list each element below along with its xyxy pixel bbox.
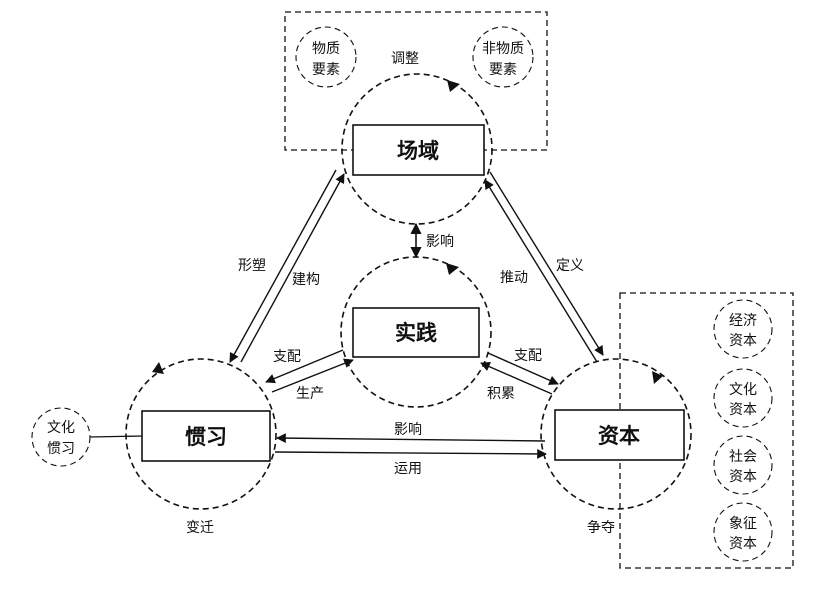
economic-capital-line2: 资本: [729, 333, 757, 349]
cultural-habitus-line1: 文化: [47, 420, 75, 436]
field-capital-outer-label: 定义: [556, 258, 584, 274]
habitus-to-capital-arrow: [274, 449, 547, 459]
habitus-cycle-arrow-icon: [152, 362, 164, 374]
habitus-label: 惯习: [185, 425, 227, 449]
field-cycle: [341, 73, 493, 225]
practice-to-capital-arrow: [487, 352, 559, 385]
field-to-capital-arrow: [489, 171, 604, 356]
practice-to-habitus-arrow: [265, 349, 344, 384]
nonmaterial-element-line1: 非物质: [482, 41, 524, 57]
field-to-habitus-arrow: [229, 169, 337, 363]
capital-to-habitus-arrow: [276, 433, 546, 443]
field-practice-label: 影响: [426, 234, 454, 250]
material-element-circle: [295, 26, 357, 88]
habitus-to-field-arrow: [240, 173, 345, 363]
economic-capital-line1: 经济: [729, 313, 757, 329]
material-element-line1: 物质: [312, 41, 340, 57]
nonmaterial-element-circle: [472, 26, 534, 88]
symbolic-capital-line1: 象征: [729, 516, 757, 532]
capital-to-practice-arrow: [480, 362, 553, 395]
capital-cycle: [540, 358, 692, 510]
habitus-field-outer-label: 形塑: [238, 258, 266, 274]
capital-types-box: [619, 292, 794, 569]
capital-cycle-arrow-icon: [652, 371, 663, 384]
cultural-capital-line2: 资本: [729, 402, 757, 418]
field-cycle-arrow-icon: [447, 80, 460, 92]
practice-cycle-arrow-icon: [446, 263, 459, 275]
material-element-line2: 要素: [312, 62, 340, 78]
symbolic-capital-line2: 资本: [729, 536, 757, 552]
social-capital-line2: 资本: [729, 469, 757, 485]
capital-habitus-label: 影响: [394, 422, 422, 438]
symbolic-capital-circle: [713, 502, 773, 562]
cultural-habitus-circle: [31, 407, 91, 467]
cultural-capital-line1: 文化: [729, 382, 757, 398]
field-label: 场域: [397, 139, 439, 163]
habitus-cycle-label: 变迁: [186, 520, 214, 536]
capital-practice-label: 积累: [487, 386, 515, 402]
field-box: [352, 124, 485, 176]
capital-cycle-label: 争夺: [587, 520, 615, 536]
cultural-capital-circle: [713, 368, 773, 428]
habitus-cycle: [125, 358, 277, 510]
social-capital-line1: 社会: [729, 449, 757, 465]
habitus-field-inner-label: 建构: [292, 272, 320, 288]
practice-box: [352, 307, 480, 358]
habitus-to-practice-arrow: [271, 358, 354, 393]
capital-to-field-arrow: [484, 179, 598, 363]
habitus-capital-label: 运用: [394, 461, 422, 477]
cultural-habitus-connector: [89, 435, 143, 438]
nonmaterial-element-line2: 要素: [489, 62, 517, 78]
capital-box: [554, 409, 685, 461]
cultural-habitus-line2: 惯习: [47, 440, 75, 457]
economic-capital-circle: [713, 299, 773, 359]
field-capital-inner-label: 推动: [500, 270, 528, 286]
practice-habitus-label: 支配: [273, 349, 301, 365]
adjust-label: 调整: [391, 51, 419, 67]
practice-capital-label: 支配: [514, 348, 542, 364]
habitus-box: [141, 410, 271, 462]
habitus-practice-label: 生产: [296, 386, 324, 402]
capital-label: 资本: [598, 424, 640, 448]
social-capital-circle: [713, 435, 773, 495]
practice-label: 实践: [395, 321, 437, 345]
